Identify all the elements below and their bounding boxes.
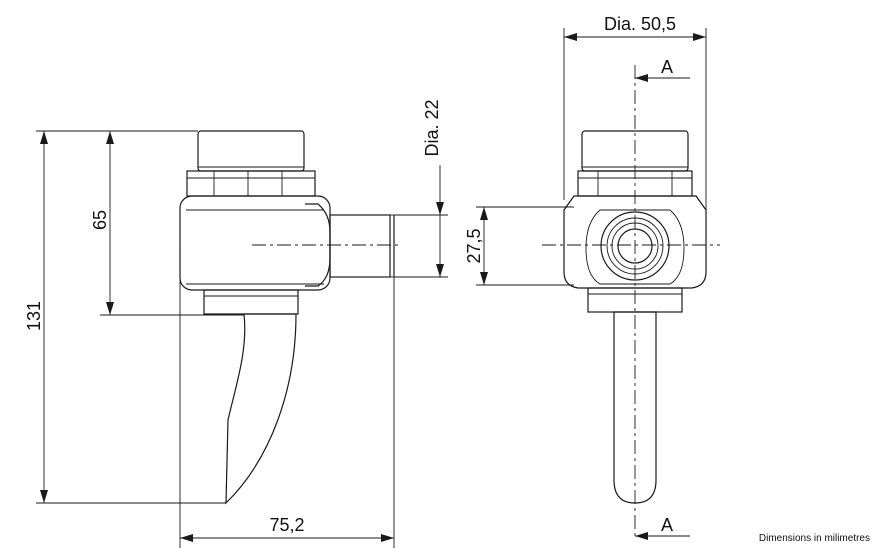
section-mark-bottom-label: A (661, 515, 673, 535)
dim-dia-22-label: Dia. 22 (422, 99, 442, 156)
section-mark-top-label: A (661, 57, 673, 77)
side-view (179, 130, 400, 505)
side-cap (197, 130, 305, 172)
dimension-75-2: 75,2 (179, 245, 395, 548)
dim-27-5-label: 27,5 (464, 228, 484, 263)
side-hex-nut (186, 170, 316, 197)
side-spout (225, 313, 297, 505)
dimension-dia-50-5: Dia. 50,5 (563, 14, 707, 210)
dim-131-label: 131 (24, 301, 44, 331)
section-mark-bottom: A (635, 515, 690, 540)
front-outlet-ring-outer (600, 211, 670, 281)
dimension-65: 65 (90, 130, 244, 316)
section-mark-top: A (635, 57, 690, 82)
dim-75-2-label: 75,2 (269, 515, 304, 535)
dim-dia-50-5-label: Dia. 50,5 (604, 14, 676, 34)
dimension-27-5: 27,5 (464, 206, 574, 286)
dimension-131: 131 (24, 130, 226, 504)
side-outlet-pipe (329, 214, 391, 278)
front-body (563, 195, 707, 289)
front-view (542, 65, 720, 540)
units-note: Dimensions in milimetres (759, 533, 870, 544)
dim-65-label: 65 (90, 210, 110, 230)
side-bottom-nipple (203, 289, 299, 315)
dimension-dia-22: Dia. 22 (394, 99, 448, 278)
